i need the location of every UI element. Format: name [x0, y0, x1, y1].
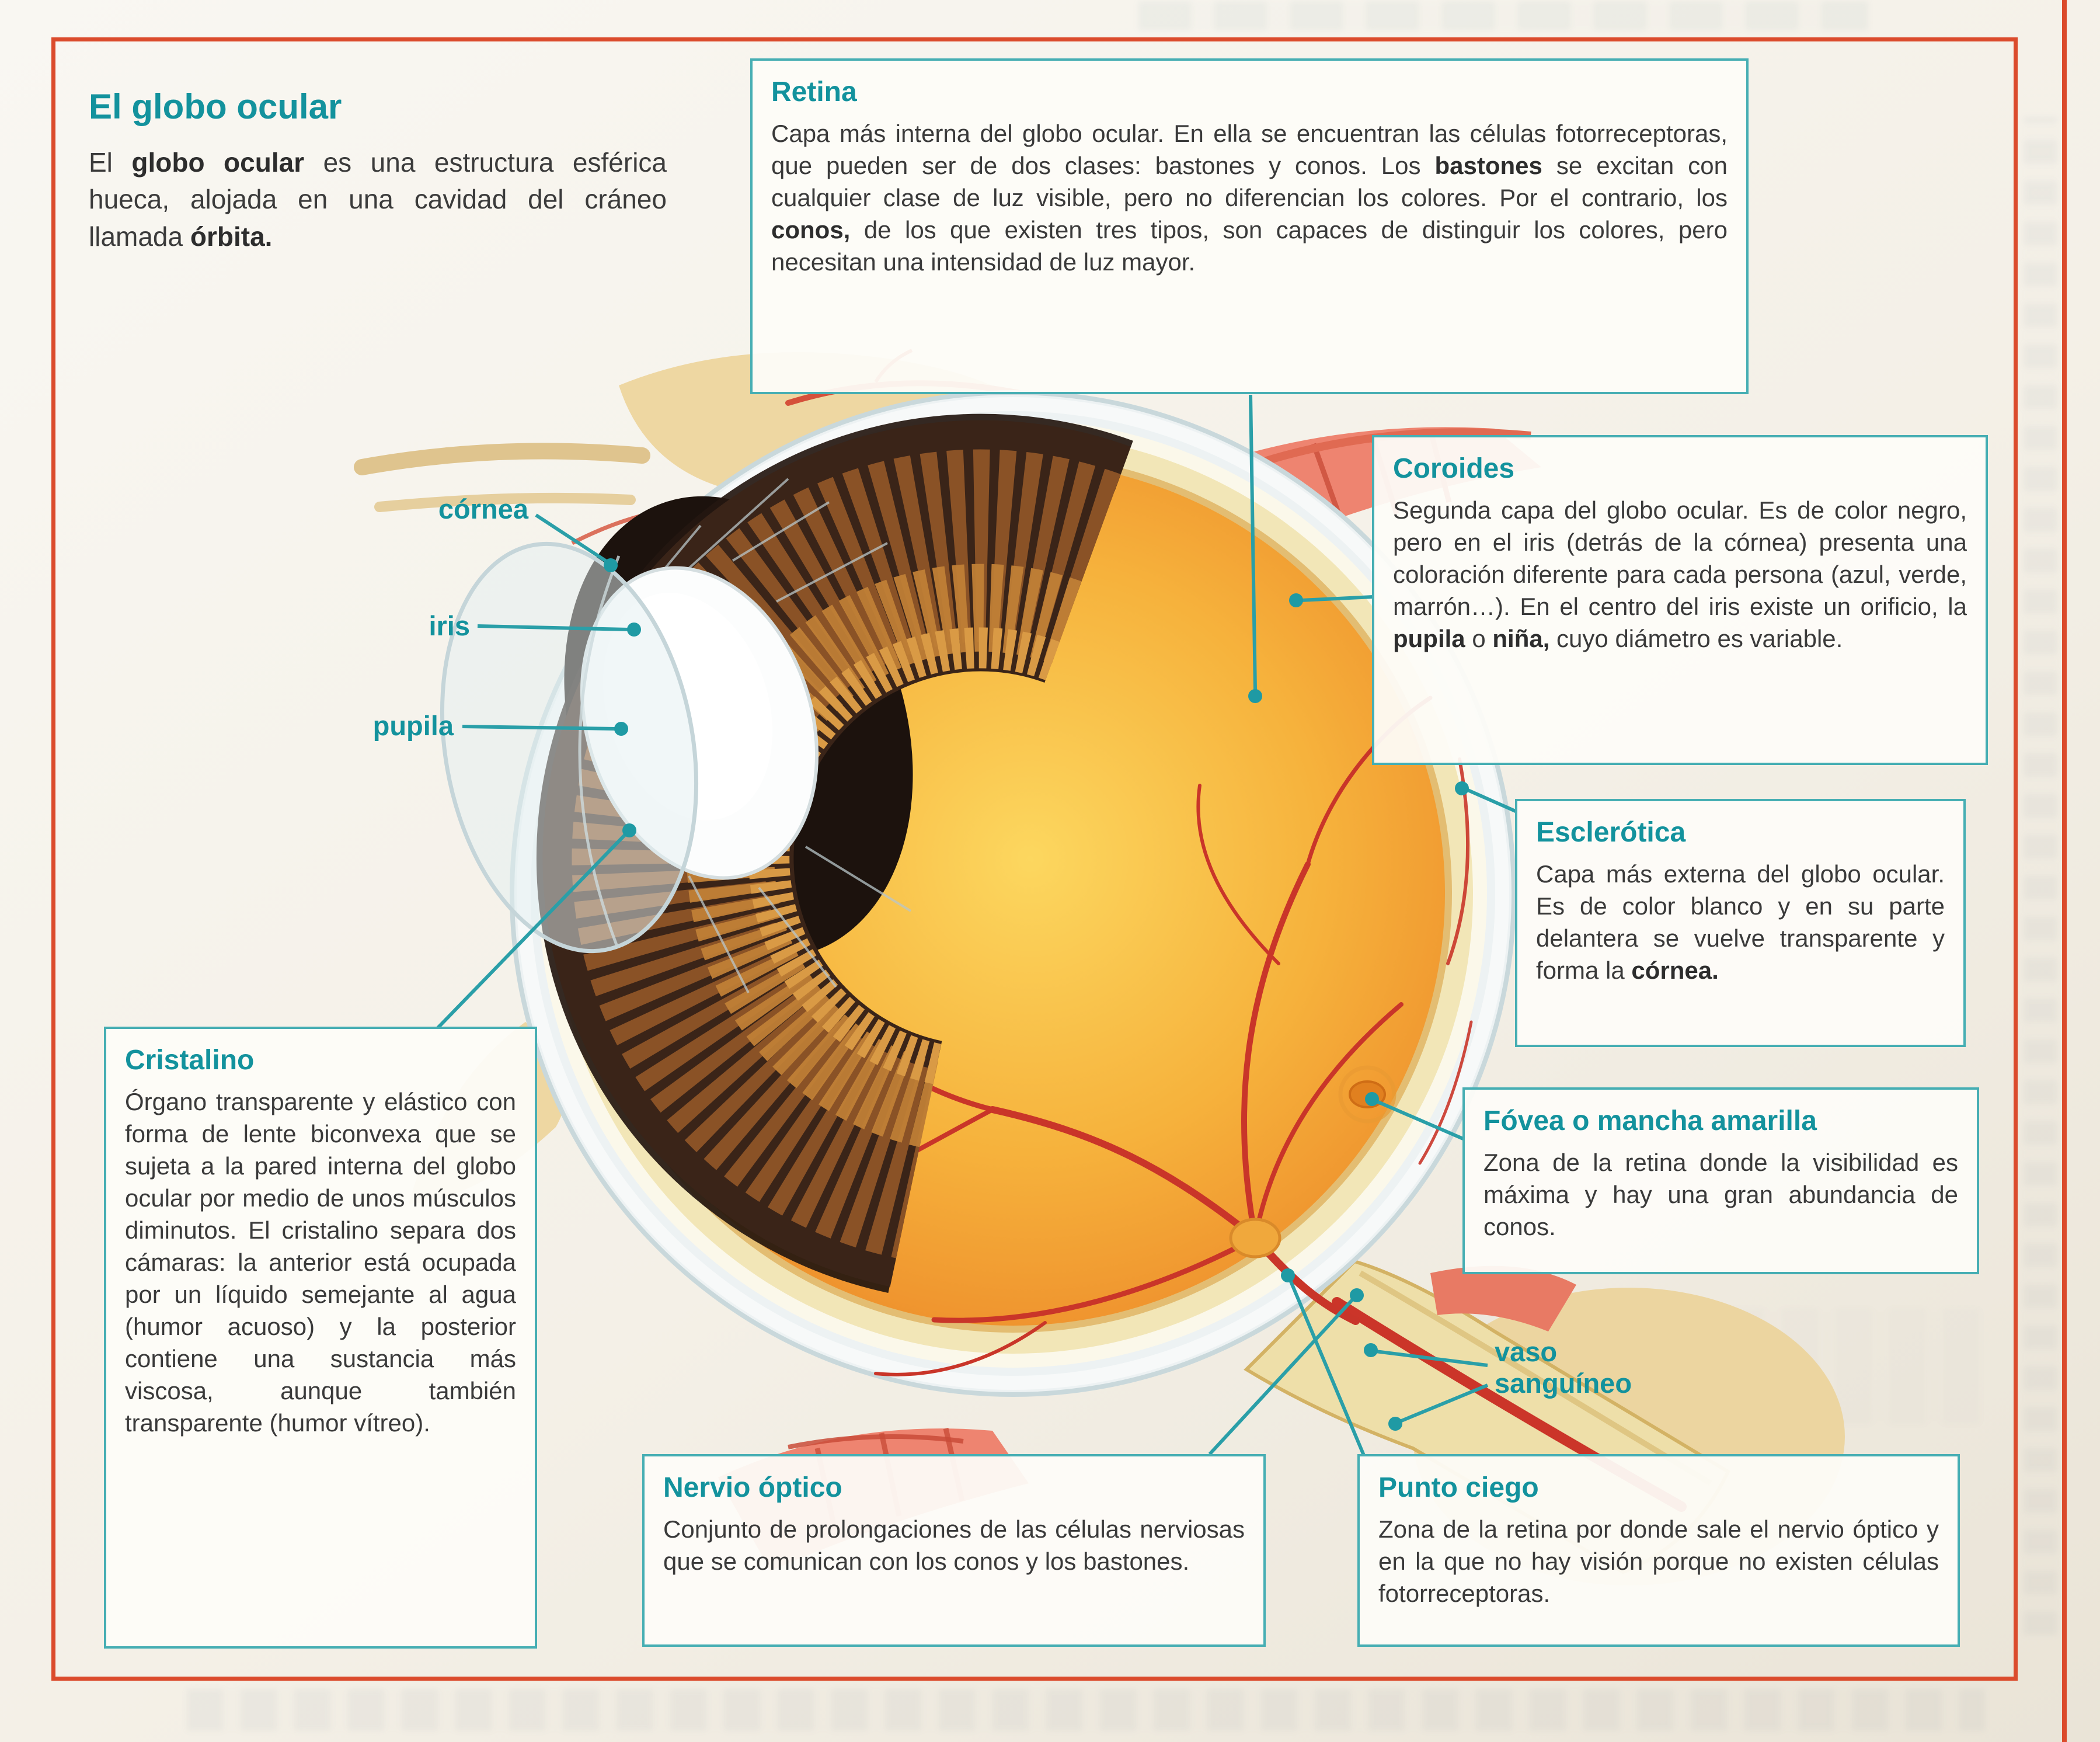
cornea-shape — [440, 541, 699, 954]
callout-esclerotica-body: Capa más externa del globo ocular. Es de… — [1536, 858, 1945, 986]
page-edge-line — [2062, 0, 2067, 1742]
intro-paragraph: El globo ocular es una estructura esféri… — [89, 144, 667, 255]
body-text: de los que existen tres tipos, son capac… — [771, 216, 1728, 276]
callout-punto-ciego: Punto ciego Zona de la retina por donde … — [1357, 1454, 1960, 1647]
body-text: Segunda capa del globo ocular. Es de col… — [1393, 496, 1967, 621]
body-bold: niña, — [1492, 625, 1550, 653]
page-frame — [51, 37, 2018, 1681]
callout-esclerotica: Esclerótica Capa más externa del globo o… — [1515, 799, 1966, 1047]
title-block: El globo ocular El globo ocular es una e… — [89, 86, 667, 255]
callout-coroides-title: Coroides — [1393, 453, 1515, 484]
optic-disc — [1229, 1218, 1281, 1258]
callout-esclerotica-title: Esclerótica — [1536, 817, 1686, 848]
callout-cristalino-body: Órgano transparente y elástico con forma… — [125, 1088, 516, 1437]
callout-nervio-optico-title: Nervio óptico — [663, 1472, 842, 1503]
callout-cristalino-title: Cristalino — [125, 1045, 255, 1076]
body-text: o — [1465, 625, 1493, 653]
callout-cristalino: Cristalino Órgano transparente y elástic… — [104, 1027, 537, 1649]
callout-retina-body: Capa más interna del globo ocular. En el… — [771, 117, 1728, 278]
callout-connector-dots — [604, 558, 1469, 1431]
label-vaso-sanguineo: vaso sanguíneo — [1495, 1336, 1740, 1399]
label-vaso-line1: vaso — [1495, 1336, 1558, 1367]
intro-text: es una estructura esférica hueca, alojad… — [89, 147, 667, 252]
label-vaso-line2: sanguíneo — [1495, 1368, 1632, 1399]
callout-punto-ciego-title: Punto ciego — [1378, 1472, 1539, 1503]
body-bold: córnea. — [1631, 957, 1719, 985]
body-bold: conos, — [771, 216, 851, 244]
callout-punto-ciego-body: Zona de la retina por donde sale el nerv… — [1378, 1515, 1939, 1608]
callout-connectors — [435, 394, 1518, 1456]
callout-retina-title: Retina — [771, 77, 857, 107]
callout-retina: Retina Capa más interna del globo ocular… — [750, 58, 1749, 394]
intro-bold: globo ocular — [131, 147, 305, 178]
label-iris: iris — [429, 610, 470, 641]
callout-fovea-title: Fóvea o mancha amarilla — [1483, 1105, 1817, 1136]
body-text: Capa más externa del globo ocular. Es de… — [1536, 860, 1945, 985]
callout-coroides: Coroides Segunda capa del globo ocular. … — [1372, 435, 1988, 765]
intro-text: El — [89, 147, 132, 178]
callout-coroides-body: Segunda capa del globo ocular. Es de col… — [1393, 494, 1967, 655]
callout-nervio-optico: Nervio óptico Conjunto de prolongaciones… — [642, 1454, 1266, 1647]
label-pupila: pupila — [372, 710, 454, 741]
page-title: El globo ocular — [89, 87, 342, 126]
body-bold: pupila — [1393, 625, 1465, 653]
body-text: se excitan con cualquier clase de luz vi… — [771, 152, 1728, 212]
callout-fovea-body: Zona de la retina donde la visibilidad e… — [1483, 1149, 1958, 1241]
intro-bold: órbita. — [190, 221, 273, 252]
body-text: cuyo diámetro es variable. — [1549, 625, 1843, 653]
callout-fovea: Fóvea o mancha amarilla Zona de la retin… — [1462, 1087, 1979, 1274]
body-bold: bastones — [1434, 152, 1542, 180]
label-cornea: córnea — [438, 493, 528, 524]
callout-nervio-optico-body: Conjunto de prolongaciones de las célula… — [663, 1515, 1245, 1576]
body-text: Capa más interna del globo ocular. En el… — [771, 120, 1728, 180]
